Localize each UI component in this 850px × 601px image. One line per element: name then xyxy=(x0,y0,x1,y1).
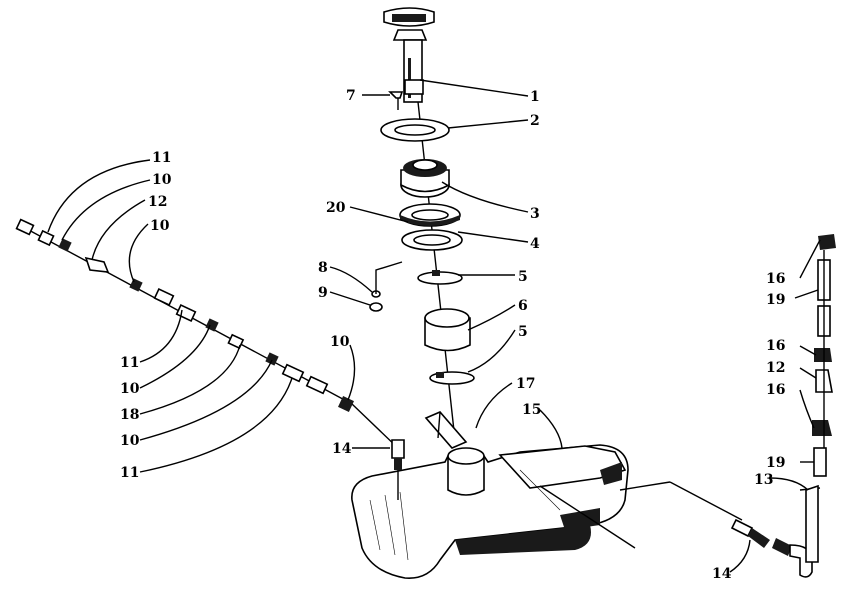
callout-5-upper: 5 xyxy=(518,269,528,285)
mounting-ring xyxy=(399,203,461,227)
connector-hose xyxy=(424,308,471,352)
callout-1: 1 xyxy=(530,89,540,105)
callout-18: 18 xyxy=(120,407,139,423)
callout-12-left: 12 xyxy=(148,194,167,210)
filler-neck xyxy=(400,159,450,198)
callout-14-left: 14 xyxy=(332,441,352,457)
callout-7: 7 xyxy=(346,88,356,104)
callout-16-bottom: 16 xyxy=(766,382,785,398)
callout-11-top: 11 xyxy=(152,150,171,166)
callout-16-top: 16 xyxy=(766,271,785,287)
right-oil-line xyxy=(539,234,836,578)
vent-bracket xyxy=(424,411,468,449)
callout-9: 9 xyxy=(318,285,328,301)
callout-14-right: 14 xyxy=(712,566,732,582)
gasket xyxy=(380,118,450,142)
callout-3: 3 xyxy=(530,206,540,222)
callout-11-bottom: 11 xyxy=(120,465,139,481)
callout-13: 13 xyxy=(754,472,773,488)
callout-17: 17 xyxy=(516,376,535,392)
callout-10-second: 10 xyxy=(150,218,170,234)
callout-19-bottom: 19 xyxy=(766,455,785,471)
callout-8: 8 xyxy=(318,260,328,276)
left-oil-line xyxy=(15,218,405,500)
leader-lines xyxy=(47,79,821,573)
callout-10-fourth: 10 xyxy=(120,433,140,449)
callout-5-lower: 5 xyxy=(518,324,528,340)
callout-10-tank: 10 xyxy=(330,334,350,350)
callout-15: 15 xyxy=(522,402,541,418)
callout-labels: 1 2 3 4 5 5 6 7 8 9 20 17 15 14 14 13 11… xyxy=(120,88,785,582)
callout-12-right: 12 xyxy=(766,360,785,376)
hose-clamp-upper xyxy=(417,270,463,285)
callout-11-middle: 11 xyxy=(120,355,139,371)
callout-19-top: 19 xyxy=(766,292,785,308)
callout-4: 4 xyxy=(530,236,540,252)
lower-gasket xyxy=(401,229,463,251)
screw-and-washers xyxy=(369,91,404,312)
callout-20: 20 xyxy=(326,200,346,216)
callout-2: 2 xyxy=(530,113,540,129)
callout-10-top: 10 xyxy=(152,172,172,188)
callout-6: 6 xyxy=(518,298,528,314)
filler-cap-assembly xyxy=(383,7,435,103)
oil-tank xyxy=(351,444,629,579)
hose-clamp-lower xyxy=(429,371,475,385)
callout-10-third: 10 xyxy=(120,381,140,397)
callout-16-middle: 16 xyxy=(766,338,785,354)
